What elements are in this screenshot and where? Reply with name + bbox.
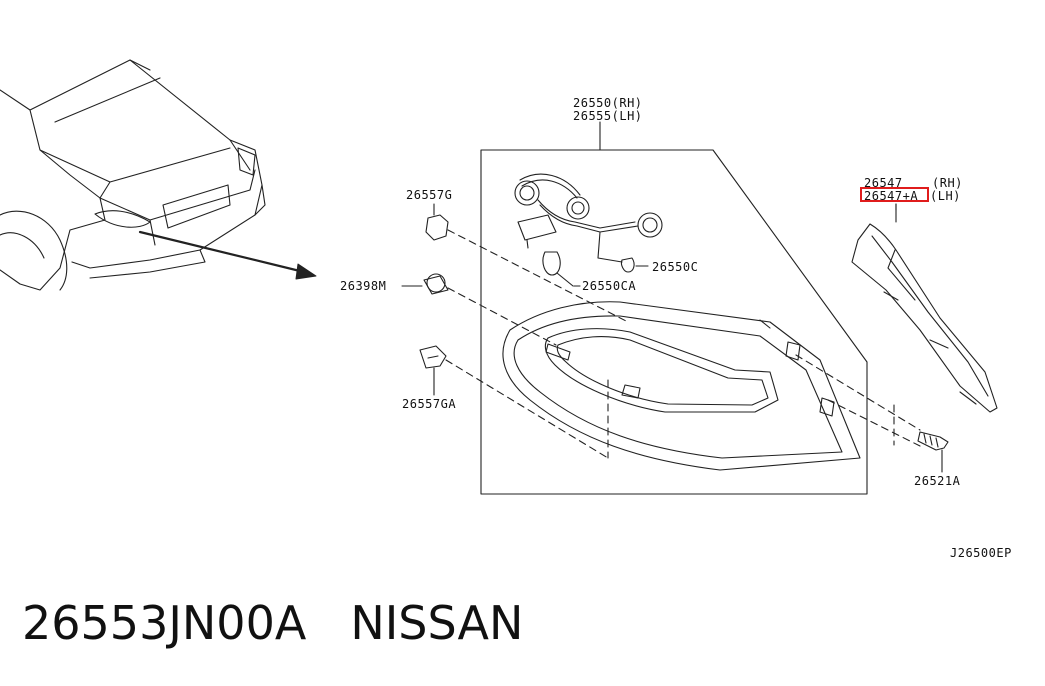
label-harness-rh: 26550(RH) bbox=[573, 96, 643, 110]
brand-name: NISSAN bbox=[350, 596, 524, 650]
label-socket-bulb: 26550CA bbox=[582, 279, 636, 293]
finisher bbox=[851, 203, 998, 413]
label-clip: 26398M bbox=[340, 279, 386, 293]
parts-diagram: 26550(RH) 26555(LH) 26557G 26398M 26557G… bbox=[0, 59, 1012, 560]
label-finisher-lh: 26547+A bbox=[864, 189, 918, 203]
label-screw: 26521A bbox=[914, 474, 961, 488]
label-grommet-top: 26557G bbox=[406, 188, 452, 202]
screw bbox=[917, 431, 949, 473]
leader-lines bbox=[573, 203, 897, 287]
part-title: 26553JN00A NISSAN bbox=[22, 596, 523, 650]
label-bulb: 26550C bbox=[652, 260, 698, 274]
highlight-box bbox=[860, 187, 929, 202]
clip bbox=[401, 273, 449, 295]
assembly-lines bbox=[445, 229, 921, 459]
part-number: 26553JN00A bbox=[22, 596, 307, 650]
label-grommet-bottom: 26557GA bbox=[402, 397, 456, 411]
label-finisher-lh-side: (LH) bbox=[930, 189, 961, 203]
pointer-arrow bbox=[138, 230, 317, 280]
diagram-code: J26500EP bbox=[950, 546, 1012, 560]
grommet-bottom bbox=[419, 345, 447, 396]
grommet-top bbox=[425, 203, 449, 241]
wiring-harness bbox=[514, 173, 663, 263]
bulb-set bbox=[542, 251, 649, 287]
tail-lamp-body bbox=[502, 301, 861, 471]
label-finisher-rh-side: (RH) bbox=[932, 176, 963, 190]
assembly-frame bbox=[480, 149, 868, 495]
car-rear-sketch bbox=[0, 59, 266, 291]
label-finisher-rh: 26547 bbox=[864, 176, 903, 190]
label-harness-lh: 26555(LH) bbox=[573, 109, 643, 123]
